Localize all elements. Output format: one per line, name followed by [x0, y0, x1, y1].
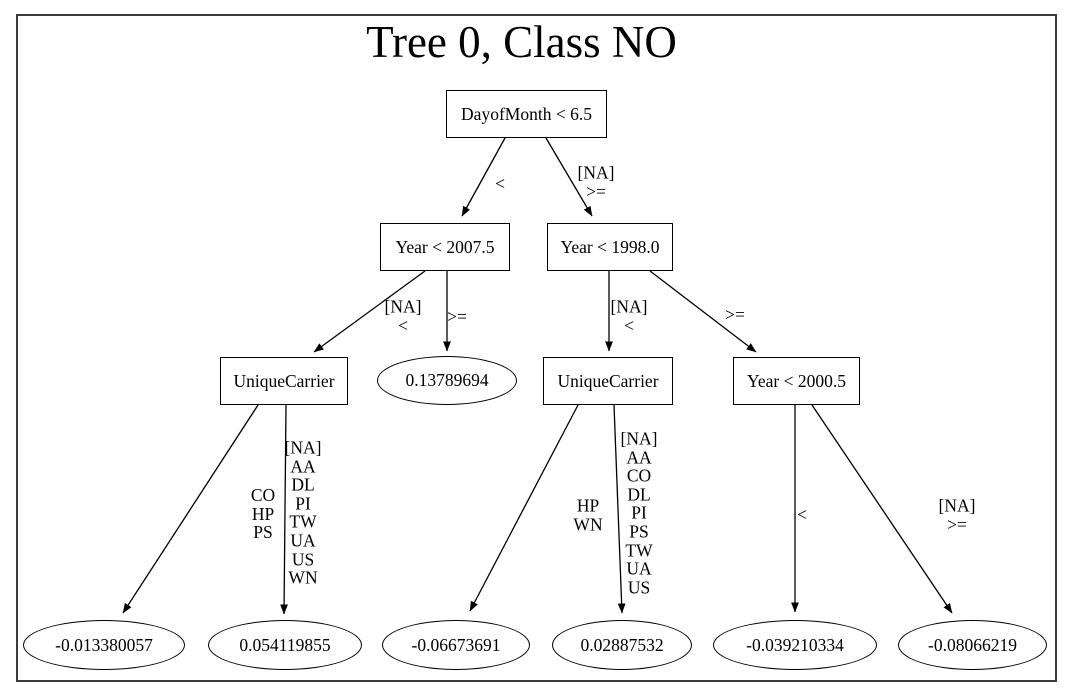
edge-root-to-year2007 [461, 137, 506, 217]
edge-carrier1-to-leaf-0054119855 [280, 404, 288, 615]
leaf-node-0054119855: 0.054119855 [208, 620, 362, 670]
edge-label-year2000-right: [NA] >= [938, 495, 976, 534]
diagram-border [16, 14, 1057, 682]
edge-label-year2007-right: >= [447, 306, 467, 327]
edge-year1998-to-year2000 [649, 270, 757, 353]
leaf-node-neg006673691: -0.06673691 [382, 620, 530, 670]
node-year-2007-split: Year < 2007.5 [380, 223, 510, 271]
leaf-node-neg0013380057: -0.013380057 [23, 620, 185, 670]
edge-carrier2-to-leaf-neg006673691 [469, 404, 579, 612]
diagram-title: Tree 0, Class NO [366, 17, 677, 67]
edge-carrier1-to-leaf-neg0013380057 [122, 404, 259, 614]
node-dayofmonth-split: DayofMonth < 6.5 [446, 90, 607, 138]
edge-label-year2007-left: [NA] < [384, 296, 422, 335]
leaf-node-002887532: 0.02887532 [552, 620, 692, 670]
edge-root-to-year1998 [545, 137, 593, 217]
node-uniquecarrier-left-split: UniqueCarrier [220, 357, 348, 405]
edge-year2007-to-carrier1 [313, 270, 426, 353]
edge-label-year2000-left: < [797, 504, 807, 525]
leaf-node-neg0039210334: -0.039210334 [713, 620, 877, 670]
edge-label-carrier2-left: HP WN [573, 495, 603, 534]
leaf-node-013789694: 0.13789694 [377, 356, 517, 405]
leaf-node-neg008066219: -0.08066219 [898, 620, 1047, 670]
node-year-1998-split: Year < 1998.0 [547, 223, 673, 271]
edge-label-year1998-left: [NA] < [610, 296, 648, 335]
edge-year2000-to-leaf-neg008066219 [811, 404, 953, 614]
edge-label-root-left: < [495, 173, 505, 194]
edge-label-carrier2-right: [NA] AA CO DL PI PS TW UA US [620, 428, 658, 598]
node-uniquecarrier-right-split: UniqueCarrier [543, 357, 673, 405]
edge-label-year1998-right: >= [725, 304, 745, 325]
edge-label-carrier1-left: CO HP PS [250, 485, 276, 543]
edge-carrier2-to-leaf-002887532 [613, 404, 626, 614]
edge-label-root-right: [NA] >= [577, 162, 615, 201]
edge-label-carrier1-right: [NA] AA DL PI TW UA US WN [284, 437, 322, 588]
node-year-2000-split: Year < 2000.5 [733, 357, 860, 405]
